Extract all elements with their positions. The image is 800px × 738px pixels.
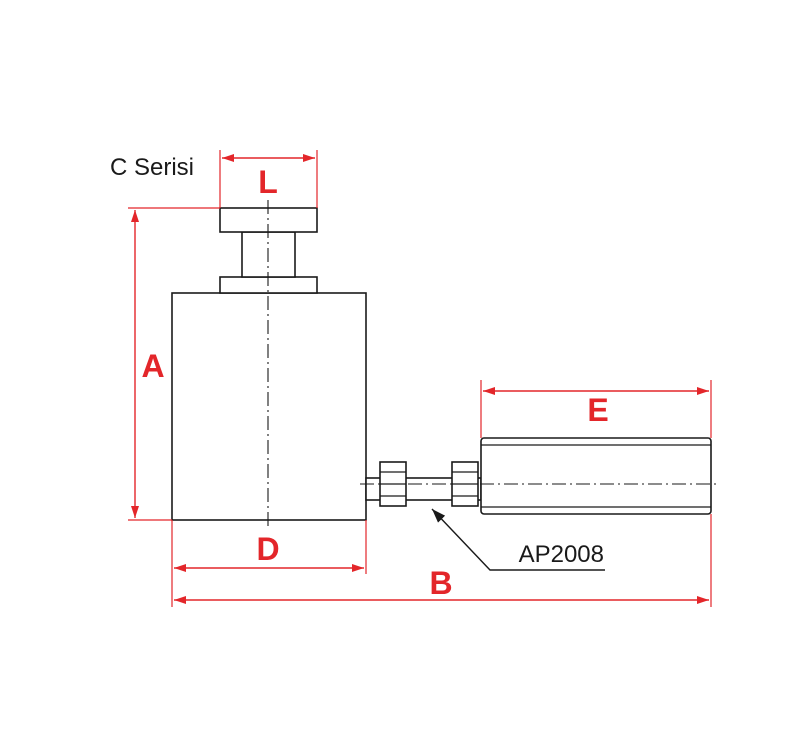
cylinder-body [171,292,367,521]
cylinder [171,200,367,528]
dimension-label-L: L [258,164,278,200]
dimension-label-A: A [141,348,164,384]
series-label: C Serisi [110,154,194,181]
dimension-E: E [480,380,712,438]
dimension-L: L [219,150,318,208]
dimension-A: A [128,207,220,521]
pump-body [480,437,712,515]
dimension-B: B [171,514,712,607]
dimension-D: D [171,520,367,574]
pump-handle [480,437,712,515]
part-label: AP2008 [519,541,604,568]
part-callout: AP2008 [431,508,605,571]
dimension-label-B: B [429,565,452,601]
dimension-label-E: E [587,392,608,428]
dimension-label-D: D [256,531,279,567]
